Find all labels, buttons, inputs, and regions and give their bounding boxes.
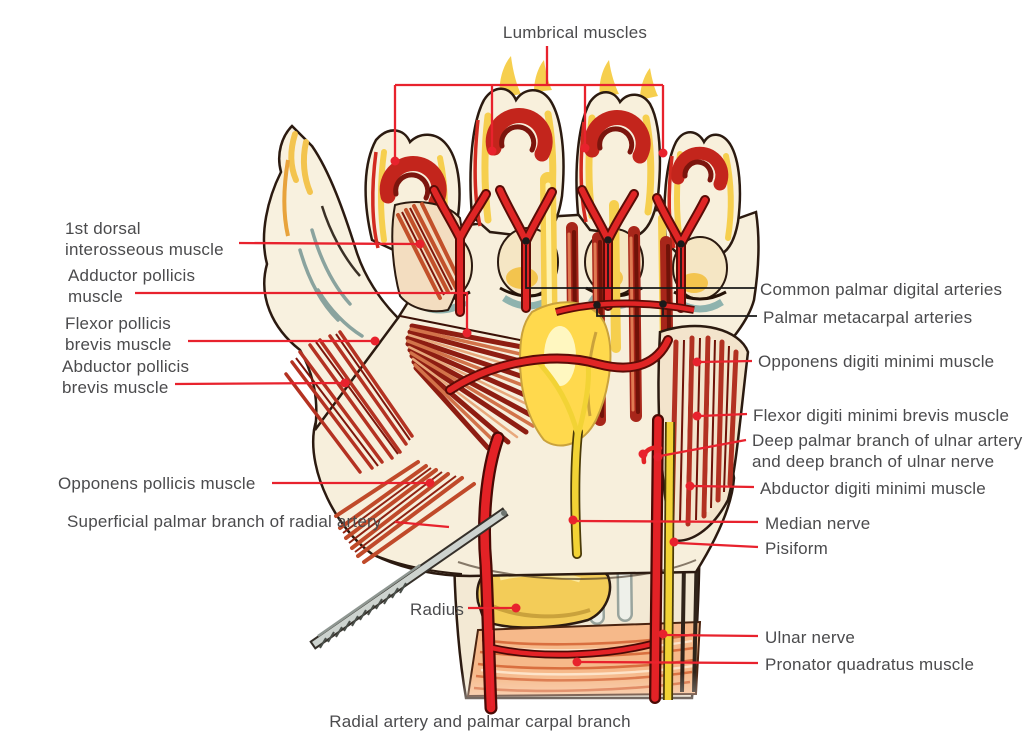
leader-dot-median-nerve [568, 515, 578, 525]
leader-line-pisiform [677, 541, 759, 549]
leader-line-opponens-digiti-minimi-muscle [699, 359, 753, 364]
leader-dot-opponens-digiti-minimi-muscle [692, 357, 702, 367]
leader-line-common-palmar-digital-arteries [525, 245, 755, 289]
leader-dot-pronator-quadratus-muscle [572, 657, 582, 667]
surgical-probe [309, 507, 509, 650]
leader-line-abductor-digiti-minimi-muscle [692, 484, 755, 489]
fingers [364, 56, 742, 258]
leader-dot-flexor-digiti-minimi-brevis-muscle [692, 411, 702, 421]
leader-line-abductor-pollicis-brevis-muscle [174, 381, 343, 386]
leader-line-flexor-digiti-minimi-brevis-muscle [699, 412, 748, 418]
leader-dot-lumbrical-muscles [658, 148, 668, 158]
leader-dot-adductor-pollicis-muscle [462, 328, 472, 338]
leader-line-adductor-pollicis-muscle [135, 291, 469, 330]
leader-dot-palmar-metacarpal-arteries [659, 300, 667, 308]
leader-line-pronator-quadratus-muscle [580, 660, 759, 665]
leader-dot-radius [511, 603, 521, 613]
leader-line-median-nerve [576, 519, 759, 524]
leader-dot-lumbrical-muscles [390, 156, 400, 166]
leader-dot-opponens-pollicis-muscle [425, 478, 435, 488]
leader-dot-common-palmar-digital-arteries [522, 237, 530, 245]
leader-dot-flexor-pollicis-brevis-muscle [370, 336, 380, 346]
leader-dot-common-palmar-digital-arteries [677, 240, 685, 248]
leader-dot-deep-palmar-branch-of-ulnar-artery-and-nerve [638, 449, 648, 459]
leader-dot-lumbrical-muscles [580, 143, 590, 153]
leader-line-superficial-palmar-branch-of-radial-artery [394, 520, 450, 529]
arteries [429, 185, 710, 715]
leader-dot-pisiform [669, 537, 679, 547]
leader-dot-abductor-pollicis-brevis-muscle [340, 378, 350, 388]
leader-dot-lumbrical-muscles [487, 146, 497, 156]
leader-dot-palmar-metacarpal-arteries [593, 301, 601, 309]
leader-dot-first-dorsal-interosseous-muscle [415, 239, 425, 249]
leader-line-palmar-metacarpal-arteries [596, 309, 757, 317]
leader-dot-abductor-digiti-minimi-muscle [685, 481, 695, 491]
leader-line-deep-palmar-branch-of-ulnar-artery-and-nerve [659, 438, 747, 458]
leader-dot-common-palmar-digital-arteries [604, 236, 612, 244]
leader-dot-ulnar-nerve [658, 629, 668, 639]
leader-dot-deep-palmar-branch-of-ulnar-artery-and-nerve [653, 452, 663, 462]
leader-line-ulnar-nerve [666, 633, 759, 638]
leader-line-first-dorsal-interosseous-muscle [238, 241, 418, 246]
